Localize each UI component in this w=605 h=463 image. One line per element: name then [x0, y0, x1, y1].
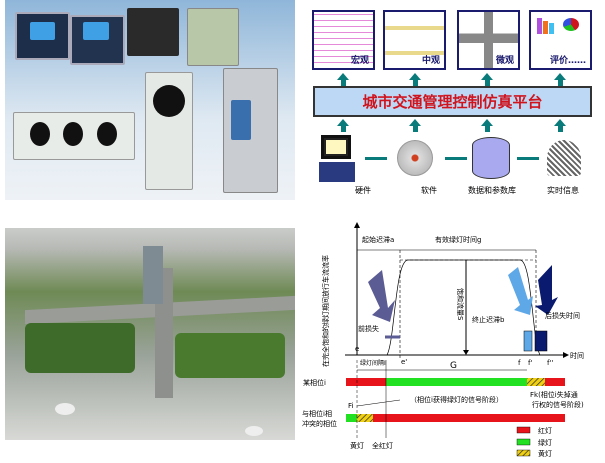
- computer-icon: [321, 135, 351, 159]
- green-area: [25, 323, 135, 373]
- phase-i-red-bar: [346, 378, 386, 386]
- meso-label: 中观: [421, 56, 440, 66]
- legend-red-label: 红灯: [538, 426, 552, 435]
- database-icon: [472, 137, 510, 179]
- end-delay-arrow: [508, 267, 533, 315]
- front-loss-arrow: [368, 270, 395, 322]
- cabinet-module: [231, 100, 251, 140]
- control-panel: [187, 8, 239, 66]
- legend-green-label: 绿灯: [538, 438, 552, 447]
- controller-screen: [30, 22, 55, 40]
- realtime-info-label: 实时信息: [547, 186, 579, 195]
- conflict-red-bar: [373, 414, 565, 422]
- conflict-green-bar: [346, 414, 357, 422]
- green-interval-label: 绿灯间隔I: [360, 359, 386, 367]
- phase-i-yellow-bar: [527, 378, 545, 386]
- keyboard-icon: [319, 162, 355, 182]
- sensor-disc: [245, 426, 263, 436]
- tall-building: [143, 246, 163, 304]
- macro-view-thumb: 宏观: [312, 10, 375, 70]
- satellite-icon: [547, 140, 581, 176]
- conflict-phase-label-2: 冲突的相位: [302, 419, 337, 428]
- point-f-prime: f': [528, 359, 532, 367]
- signal-tower: [145, 72, 193, 190]
- phase-i-label: 某相位i: [303, 378, 326, 387]
- phase-i-green-bar: [386, 378, 527, 386]
- evaluation-view-thumb: 评价……: [529, 10, 592, 70]
- Fi-label: Fi: [348, 402, 354, 410]
- meso-view-thumb: 中观: [383, 10, 446, 70]
- point-e-prime: e': [401, 358, 407, 366]
- conflict-yellow-bar: [357, 414, 373, 422]
- signal-controller-equipment-photo: [5, 0, 295, 200]
- conflict-phase-label: 与相位i相: [302, 409, 332, 418]
- point-e: e: [355, 345, 359, 353]
- legend-green-swatch: [516, 438, 531, 446]
- phase-green-note: （相位i获得绿灯的信号阶段）: [410, 395, 503, 404]
- traffic-sand-table-photo: [5, 228, 295, 440]
- saturation-flow-label: 饱和流量S: [456, 288, 465, 321]
- legend-yellow-swatch: [516, 449, 531, 457]
- start-delay-label: 起始迟滞a: [362, 235, 394, 244]
- point-f-dprime: f'': [547, 359, 553, 367]
- controller-unit: [15, 12, 70, 60]
- all-red-label: 全红灯: [372, 441, 393, 450]
- end-delay-label: 终止迟滞b: [472, 315, 505, 324]
- evaluation-label: 评价……: [549, 56, 586, 66]
- database-label: 数据和参数库: [468, 186, 516, 195]
- micro-label: 微观: [495, 56, 514, 66]
- signal-head: [97, 122, 117, 146]
- signal-head: [63, 122, 83, 146]
- yellow-label: 黄灯: [350, 441, 364, 450]
- end-delay-block: [523, 330, 533, 352]
- software-label: 软件: [421, 186, 437, 195]
- front-loss-label: 前损失: [358, 324, 379, 333]
- Fk-note: Fk(相位i失掉通: [530, 390, 578, 399]
- simulation-platform-diagram: 宏观 中观 微观 评价…… 城市交通管理控制仿真平台 硬件 软件 数据和参数库 …: [305, 0, 605, 200]
- signal-head: [153, 85, 185, 117]
- rear-loss-label: 后损失时间: [545, 311, 580, 320]
- rear-loss-block: [534, 330, 548, 352]
- signal-head: [30, 122, 50, 146]
- controller-screen: [83, 22, 109, 40]
- rear-loss-arrow: [535, 265, 558, 315]
- Fk-note-2: 行权的信号阶段): [532, 400, 584, 409]
- disc-icon: [397, 140, 433, 176]
- green-area: [175, 333, 285, 378]
- y-axis-label: 在完全饱和的绿灯期间放行车流流率: [321, 255, 330, 367]
- hardware-label: 硬件: [355, 186, 371, 195]
- legend-red-swatch: [516, 426, 531, 434]
- legend-yellow-label: 黄灯: [538, 449, 552, 458]
- effective-green-label: 有效绿灯时间g: [435, 235, 481, 244]
- sensor-disc: [55, 403, 75, 415]
- G-label: G: [450, 361, 457, 371]
- cabinet-box: [127, 8, 179, 56]
- signal-timing-diagram: 时间 起始迟滞a 有效绿灯时间g 饱和流量S 在完全饱和的绿灯期间放行车流流率 …: [300, 220, 605, 459]
- time-label: 时间: [570, 351, 584, 360]
- point-f: f: [518, 359, 521, 367]
- platform-title: 城市交通管理控制仿真平台: [313, 86, 592, 117]
- phase-i-red-bar: [545, 378, 565, 386]
- flow-curve: [386, 259, 541, 356]
- macro-label: 宏观: [350, 56, 369, 66]
- micro-view-thumb: 微观: [457, 10, 520, 70]
